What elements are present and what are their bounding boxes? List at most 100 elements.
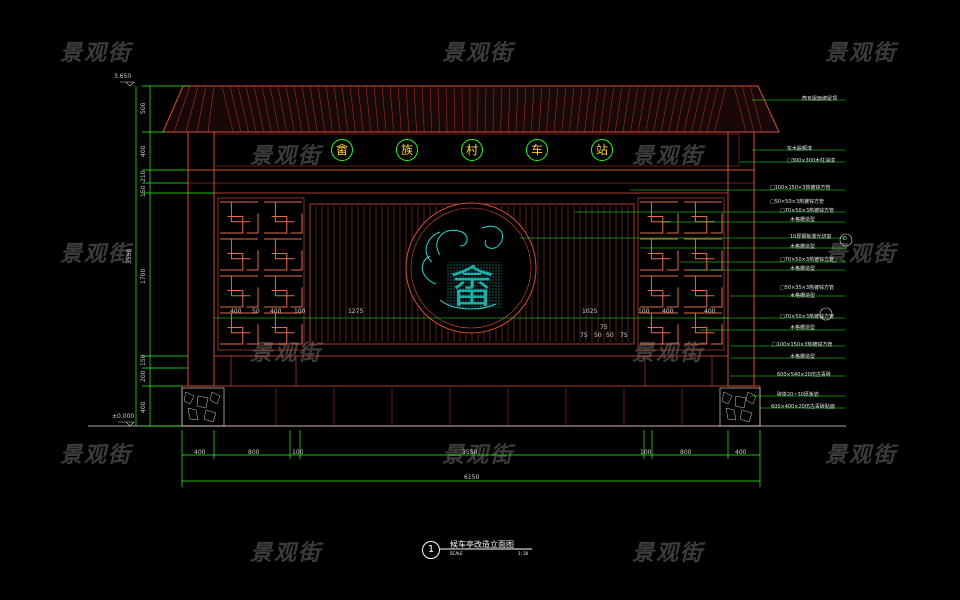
callout: 600×540×20仿古青砖 bbox=[777, 372, 831, 378]
roof-tile-line bbox=[333, 85, 341, 133]
lattice-motif bbox=[264, 275, 303, 308]
roof-tile-line bbox=[277, 85, 287, 133]
watermark: 景观街 bbox=[442, 41, 515, 66]
roof-tile-line bbox=[405, 85, 410, 133]
sign-char-2: 族 bbox=[396, 139, 418, 161]
watermark: 景观街 bbox=[60, 41, 133, 66]
hdim: 100 bbox=[292, 449, 304, 456]
lattice-motif bbox=[640, 201, 679, 234]
roof-tile-line bbox=[576, 85, 583, 133]
roof-tile-line bbox=[381, 85, 387, 133]
lattice-motif bbox=[220, 312, 259, 345]
lattice-motif bbox=[640, 312, 679, 345]
roof-tile-line bbox=[429, 85, 433, 133]
roof-tile-line bbox=[668, 85, 679, 133]
callout: 木格栅造型 bbox=[790, 293, 816, 299]
callout: □70×50×3热镀锌方管 bbox=[780, 314, 835, 320]
roof-tile-line bbox=[317, 85, 326, 133]
roof-tile-line bbox=[437, 85, 440, 133]
roof-tile-line bbox=[584, 85, 591, 133]
roof-tile-line bbox=[413, 85, 417, 133]
callout: □100×150×3热镀锌方管 bbox=[772, 342, 833, 348]
roof-tile-line bbox=[614, 85, 623, 133]
inner-dim: 75 bbox=[620, 332, 628, 339]
hdim: 400 bbox=[735, 449, 747, 456]
watermark: 景观街 bbox=[250, 541, 323, 566]
roof-tile-line bbox=[676, 85, 687, 133]
elevation-top: 3.650 bbox=[114, 73, 132, 80]
roof-tile-line bbox=[645, 85, 655, 133]
roof-tile-line bbox=[569, 85, 575, 133]
inner-dim: 75 bbox=[580, 332, 588, 339]
roof-tile-line bbox=[699, 85, 711, 133]
lattice-left-frame bbox=[217, 197, 305, 351]
watermark: 景观街 bbox=[60, 242, 133, 267]
watermark: 景观街 bbox=[442, 443, 515, 468]
roof-tile-line bbox=[507, 85, 511, 133]
roof-tile-line bbox=[733, 85, 747, 133]
roof-tile-line bbox=[523, 85, 527, 133]
stone-texture bbox=[183, 391, 757, 423]
inner-dim: 100 bbox=[638, 308, 650, 315]
vdim: 150 bbox=[140, 354, 147, 366]
roof-tile-line bbox=[706, 85, 719, 133]
roof-tile-line bbox=[373, 85, 379, 133]
roof-tile-line bbox=[561, 85, 567, 133]
roof-tile-line bbox=[245, 85, 257, 133]
base bbox=[181, 385, 761, 427]
sign-char-5: 站 bbox=[591, 139, 613, 161]
roof-tile-line bbox=[599, 85, 607, 133]
main-panel bbox=[213, 192, 729, 357]
roof-tile-line bbox=[530, 85, 535, 133]
roof-tile-line bbox=[229, 85, 242, 133]
lattice-motif bbox=[684, 312, 723, 345]
lattice-motif bbox=[220, 238, 259, 271]
hdim: 3550 bbox=[462, 449, 478, 456]
vdim: 400 bbox=[140, 401, 147, 413]
vdim: 210 bbox=[140, 170, 147, 182]
inner-dim: 100 bbox=[294, 308, 306, 315]
roof-tile-line bbox=[630, 85, 639, 133]
inner-dim: 400 bbox=[662, 308, 674, 315]
callout: 木格栅造型 bbox=[790, 354, 816, 360]
callout: □70×50×3热镀锌方管 bbox=[780, 208, 835, 214]
lattice-motif bbox=[684, 238, 723, 271]
vdim: 150 bbox=[140, 185, 147, 197]
inner-dim: 400 bbox=[270, 308, 282, 315]
inner-dim: 75 bbox=[600, 324, 608, 331]
vdim: 1700 bbox=[140, 268, 147, 284]
roof-tile-line bbox=[341, 85, 349, 133]
roof-tile-line bbox=[714, 85, 727, 133]
bottom-dim-chain bbox=[181, 430, 761, 487]
roof-tile-line bbox=[389, 85, 394, 133]
roof-tile-line bbox=[515, 85, 519, 133]
callout: □100×150×3热镀锌方管 bbox=[770, 185, 831, 191]
roof-tile-line bbox=[221, 85, 234, 133]
roof-tile-line bbox=[660, 85, 671, 133]
callout: □300×300木柱油漆 bbox=[787, 158, 836, 164]
vdim: 3550 bbox=[126, 248, 133, 264]
roof-tile-line bbox=[500, 85, 503, 133]
callout-leaders bbox=[520, 99, 845, 409]
roof-tile-line bbox=[253, 85, 265, 133]
roof-tile-line bbox=[261, 85, 272, 133]
watermark: 景观街 bbox=[825, 41, 898, 66]
watermark: 景观街 bbox=[632, 341, 705, 366]
lattice-motif bbox=[684, 275, 723, 308]
roof-tile-line bbox=[349, 85, 356, 133]
callout: 碎拼20~30厚板岩 bbox=[777, 392, 819, 398]
scale-value: 1: 30 bbox=[518, 551, 529, 556]
elevation-ground: ±0.000 bbox=[112, 413, 135, 420]
callout: □70×50×3热镀锌方管 bbox=[780, 257, 835, 263]
lattice-motif bbox=[684, 201, 723, 234]
callout: 10厚钢板激光切割 bbox=[790, 234, 832, 240]
roof-tile-line bbox=[485, 85, 487, 133]
callout: 实木匾额漆 bbox=[787, 146, 813, 152]
roof-tile-line bbox=[365, 85, 371, 133]
fret-lattice bbox=[220, 201, 723, 345]
detail-marker-circle bbox=[839, 233, 853, 247]
roof-tiles bbox=[173, 85, 215, 133]
watermark: 景观街 bbox=[825, 443, 898, 468]
